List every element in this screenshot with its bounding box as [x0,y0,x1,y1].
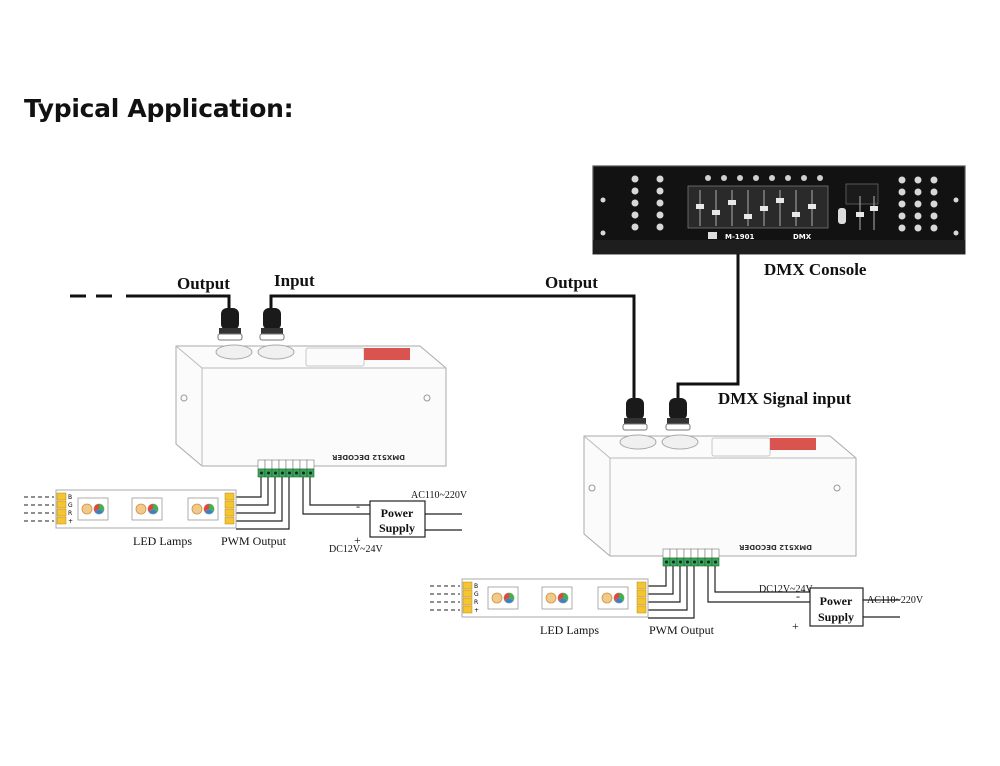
decoder-1: DMX512 DECODER [175,307,447,478]
page-heading: Typical Application: [24,94,294,123]
dmx-cables [70,254,740,400]
led-lamps-label-1: LED Lamps [133,534,192,548]
console-display [845,183,879,205]
power-supply-2-line2: Supply [818,610,854,624]
decoder-1-xlr-in [259,307,285,341]
decoder-2-label: DMX512 DECODER [739,543,812,551]
strip-2-pin-r: R [474,599,478,606]
decoder-1-terminal [257,459,315,478]
label-input: Input [274,271,315,290]
strip-2-pin-g: G [474,591,479,598]
dmx-console: M-1901 DMX [592,165,966,255]
strip-1-pin-g: G [68,502,73,509]
ac-label-2: AC110~220V [867,595,924,606]
ac-label-1: AC110~220V [411,490,468,501]
console-tag: DMX [793,233,812,241]
label-output-left: Output [177,274,230,293]
pwm-output-label-2: PWM Output [649,623,715,637]
power-supply-1: Power Supply [369,500,426,538]
minus-label-2: - [796,589,800,603]
power-supply-2-line1: Power [820,594,853,608]
strip-1-pin-r: R [68,510,72,517]
pwm-output-label-1: PWM Output [221,534,287,548]
led-strip-2: B G R + [430,578,649,618]
console-right-buttons [898,176,959,236]
decoder-1-red-tab [364,348,410,360]
cable-console-to-decoder [676,254,740,400]
plus-label-2: + [792,619,799,633]
decoder-1-label: DMX512 DECODER [332,453,405,461]
plus-label-1: + [354,533,361,547]
strip-1-pin-plus: + [68,518,73,525]
cable-input-to-output [269,294,636,400]
console-left-buttons [600,175,664,236]
decoder-2-wires [648,566,900,619]
decoder-1-xlr-out [217,307,243,341]
decoder-2-xlr-in [665,397,691,431]
dc-label-2: DC12V~24V [759,584,814,595]
power-supply-1-line1: Power [381,506,414,520]
led-strip-1: B G R + [24,489,237,529]
dmx-console-label: DMX Console [764,260,867,279]
cable-output-left [126,294,231,310]
dc-label-1: DC12V~24V [329,544,384,555]
fader-panel [687,185,829,229]
power-supply-1-line2: Supply [379,521,415,535]
console-model: M-1901 [725,233,754,241]
label-dmx-signal-input: DMX Signal input [718,389,852,408]
decoder-2-red-tab [770,438,816,450]
strip-1-pin-b: B [68,494,72,501]
strip-2-pin-b: B [474,583,478,590]
console-top-buttons [705,175,823,181]
decoder-2-xlr-out [622,397,648,431]
label-output-mid: Output [545,273,598,292]
led-lamps-label-2: LED Lamps [540,623,599,637]
strip-2-pin-plus: + [474,607,479,614]
decoder-2: DMX512 DECODER [583,397,857,567]
faders [696,190,816,226]
decoder-2-terminal [662,548,720,567]
minus-label-1: - [356,499,360,513]
power-supply-2: Power Supply [809,587,864,627]
decoder-1-wires [236,477,462,531]
